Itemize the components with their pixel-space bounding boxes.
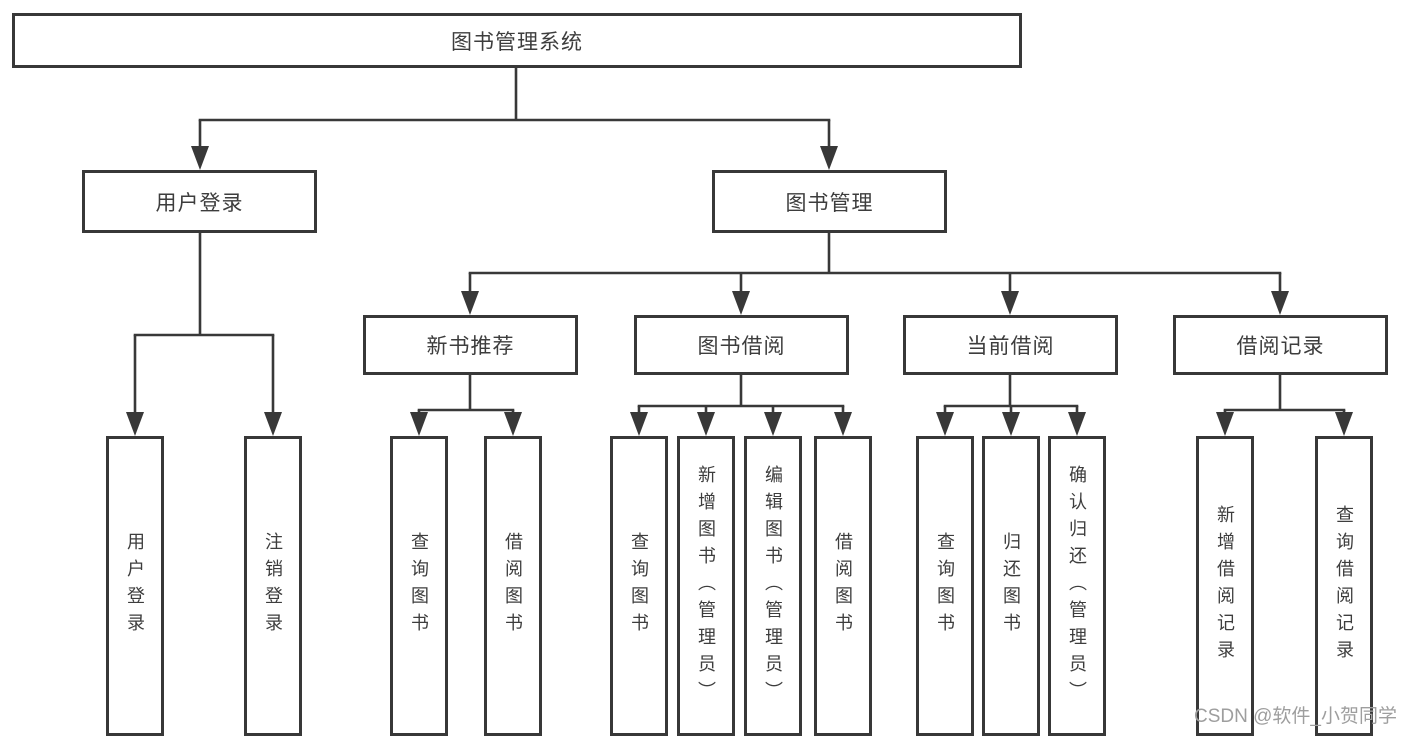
node-label: 新增借阅记录 (1215, 505, 1235, 667)
leaf-add-borrow-record: 新增借阅记录 (1196, 436, 1254, 736)
leaf-query-borrow-record: 查询借阅记录 (1315, 436, 1373, 736)
node-label: 图书借阅 (697, 335, 786, 358)
node-label: 新书推荐 (426, 335, 515, 358)
node-label: 注销登录 (263, 532, 283, 640)
leaf-query-books-borrow: 查询图书 (610, 436, 668, 736)
node-label: 图书管理 (785, 191, 874, 215)
node-current-borrow: 当前借阅 (903, 315, 1118, 375)
node-borrow-records: 借阅记录 (1173, 315, 1388, 375)
node-book-management: 图书管理 (712, 170, 947, 233)
node-label: 借阅记录 (1236, 335, 1325, 358)
leaf-return-books: 归还图书 (982, 436, 1040, 736)
leaf-add-books-admin: 新增图书（管理员） (677, 436, 735, 736)
leaf-borrow-books: 借阅图书 (814, 436, 872, 736)
node-new-book-recommend: 新书推荐 (363, 315, 578, 375)
watermark: CSDN @软件_小贺同学 (1194, 706, 1397, 727)
node-label: 当前借阅 (966, 335, 1055, 358)
leaf-confirm-return-admin: 确认归还（管理员） (1048, 436, 1106, 736)
leaf-logout: 注销登录 (244, 436, 302, 736)
node-book-borrow: 图书借阅 (634, 315, 849, 375)
node-label: 用户登录 (155, 191, 244, 215)
leaf-borrow-books-recommend: 借阅图书 (484, 436, 542, 736)
node-library-system: 图书管理系统 (12, 13, 1022, 68)
node-label: 归还图书 (1001, 532, 1021, 640)
node-label: 确认归还（管理员） (1067, 464, 1087, 708)
leaf-edit-books-admin: 编辑图书（管理员） (744, 436, 802, 736)
node-label: 借阅图书 (833, 532, 853, 640)
node-label: 查询图书 (629, 532, 649, 640)
node-user-login: 用户登录 (82, 170, 317, 233)
node-label: 编辑图书（管理员） (763, 464, 783, 708)
leaf-query-books-current: 查询图书 (916, 436, 974, 736)
node-label: 图书管理系统 (451, 30, 583, 54)
node-label: 查询图书 (935, 532, 955, 640)
node-label: 借阅图书 (503, 532, 523, 640)
leaf-user-login: 用户登录 (106, 436, 164, 736)
leaf-query-books-recommend: 查询图书 (390, 436, 448, 736)
node-label: 新增图书（管理员） (696, 464, 716, 708)
node-label: 用户登录 (125, 532, 145, 640)
node-label: 查询图书 (409, 532, 429, 640)
node-label: 查询借阅记录 (1334, 505, 1354, 667)
